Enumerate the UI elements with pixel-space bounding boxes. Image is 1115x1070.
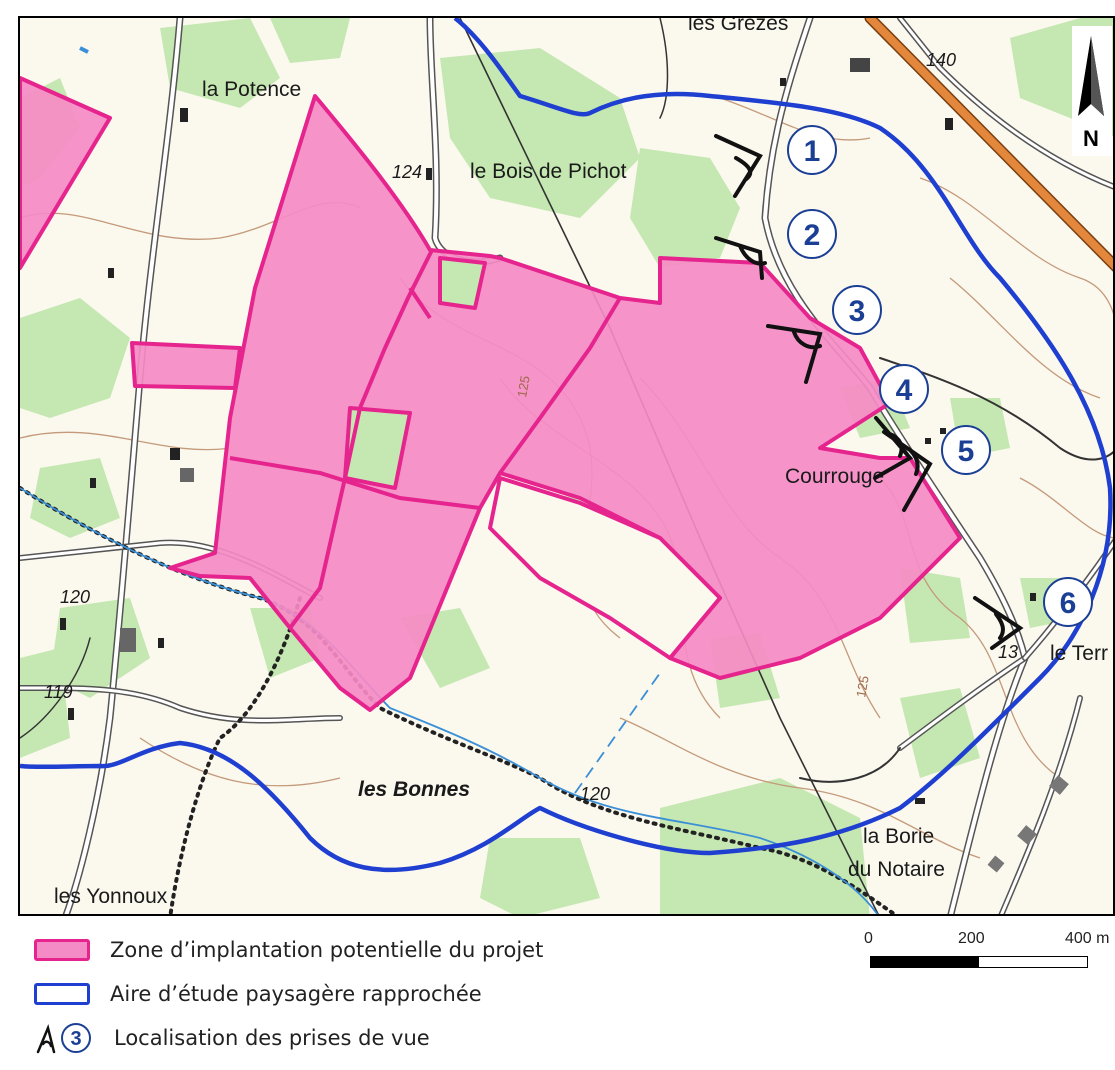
viewpoint-6-badge bbox=[1043, 577, 1093, 627]
viewpoint-legend-icon: 3 bbox=[36, 1023, 91, 1054]
north-arrow-icon: N bbox=[1072, 26, 1112, 156]
place-label: la Potence bbox=[202, 78, 301, 101]
viewpoint-6-symbol bbox=[973, 596, 1024, 650]
buildings bbox=[60, 58, 1069, 873]
altitude-labels: 140 124 120 119 120 13 125 125 bbox=[44, 50, 1018, 804]
legend-row-views: 3 Localisation des prises de vue bbox=[30, 1016, 670, 1060]
viewpoint-4-number: 4 bbox=[896, 374, 913, 407]
scale-bar-black-segment bbox=[871, 957, 979, 967]
place-label: le Bois de Pichot bbox=[470, 160, 627, 183]
zone-parcel-small bbox=[130, 341, 242, 390]
viewpoint-symbols bbox=[714, 134, 1024, 650]
place-label: Courrouge bbox=[785, 465, 884, 488]
zone-swatch bbox=[34, 939, 90, 961]
legend: Zone d’implantation potentielle du proje… bbox=[30, 928, 670, 1060]
svg-text:N: N bbox=[1083, 126, 1099, 151]
place-label: le Terr bbox=[1050, 642, 1108, 665]
streams bbox=[20, 46, 879, 914]
altitude-label: 120 bbox=[580, 784, 610, 804]
viewpoint-5-badge bbox=[941, 425, 991, 475]
place-label: les Yonnoux bbox=[54, 885, 168, 908]
viewpoint-5-number: 5 bbox=[958, 435, 975, 468]
viewpoint-1-number: 1 bbox=[804, 135, 821, 168]
viewpoint-3-badge bbox=[832, 285, 882, 335]
altitude-label: 120 bbox=[60, 587, 90, 607]
scale-tick-400: 400 m bbox=[1065, 930, 1110, 947]
study-area-swatch bbox=[34, 983, 90, 1005]
place-label: les Bonnes bbox=[358, 778, 470, 801]
scale-bar-graphic bbox=[870, 956, 1088, 968]
dotted-boundary bbox=[20, 486, 898, 914]
legend-viewpoint-number: 3 bbox=[70, 1028, 81, 1050]
place-label: les Grèzes bbox=[688, 18, 788, 35]
scale-tick-0: 0 bbox=[864, 930, 873, 947]
viewpoint-1-badge bbox=[787, 125, 837, 175]
viewpoint-numbers: 1 2 3 4 5 6 bbox=[787, 125, 1093, 627]
legend-row-zone: Zone d’implantation potentielle du proje… bbox=[30, 928, 670, 972]
zone-internal-boundaries bbox=[229, 249, 622, 630]
viewpoint-6-number: 6 bbox=[1060, 587, 1077, 620]
legend-label-views: Localisation des prises de vue bbox=[114, 1026, 430, 1050]
map-frame: la Potence le Bois de Pichot Courrouge l… bbox=[18, 16, 1115, 916]
legend-label-study: Aire d’étude paysagère rapprochée bbox=[110, 982, 482, 1006]
altitude-label: 124 bbox=[392, 162, 422, 182]
legend-row-study: Aire d’étude paysagère rapprochée bbox=[30, 972, 670, 1016]
viewpoint-5-symbol bbox=[882, 430, 933, 512]
legend-label-zone: Zone d’implantation potentielle du proje… bbox=[110, 938, 544, 962]
contour-label: 125 bbox=[514, 375, 533, 399]
map-canvas: la Potence le Bois de Pichot Courrouge l… bbox=[20, 18, 1113, 914]
place-label: du Notaire bbox=[848, 858, 945, 881]
project-zone bbox=[20, 76, 962, 712]
scale-bar: 0 200 400 m bbox=[850, 930, 1115, 970]
study-area-boundary bbox=[20, 18, 1113, 873]
viewpoint-3-symbol bbox=[766, 324, 823, 384]
viewpoint-2-number: 2 bbox=[804, 219, 821, 252]
viewpoint-1-symbol bbox=[714, 134, 763, 198]
viewpoint-4-badge bbox=[879, 364, 929, 414]
zone-parcel-west bbox=[20, 76, 112, 270]
viewpoint-2-symbol bbox=[714, 236, 767, 280]
place-labels: la Potence le Bois de Pichot Courrouge l… bbox=[54, 18, 1108, 908]
viewpoint-3-number: 3 bbox=[849, 295, 866, 328]
contour-label: 125 bbox=[853, 675, 872, 699]
altitude-label: 119 bbox=[44, 682, 73, 702]
altitude-label: 140 bbox=[926, 50, 956, 70]
scale-tick-200: 200 bbox=[958, 930, 985, 947]
viewpoint-2-badge bbox=[787, 209, 837, 259]
zone-parcel-main bbox=[168, 94, 962, 712]
altitude-label: 13 bbox=[998, 642, 1018, 662]
place-label: la Borie bbox=[863, 825, 934, 848]
